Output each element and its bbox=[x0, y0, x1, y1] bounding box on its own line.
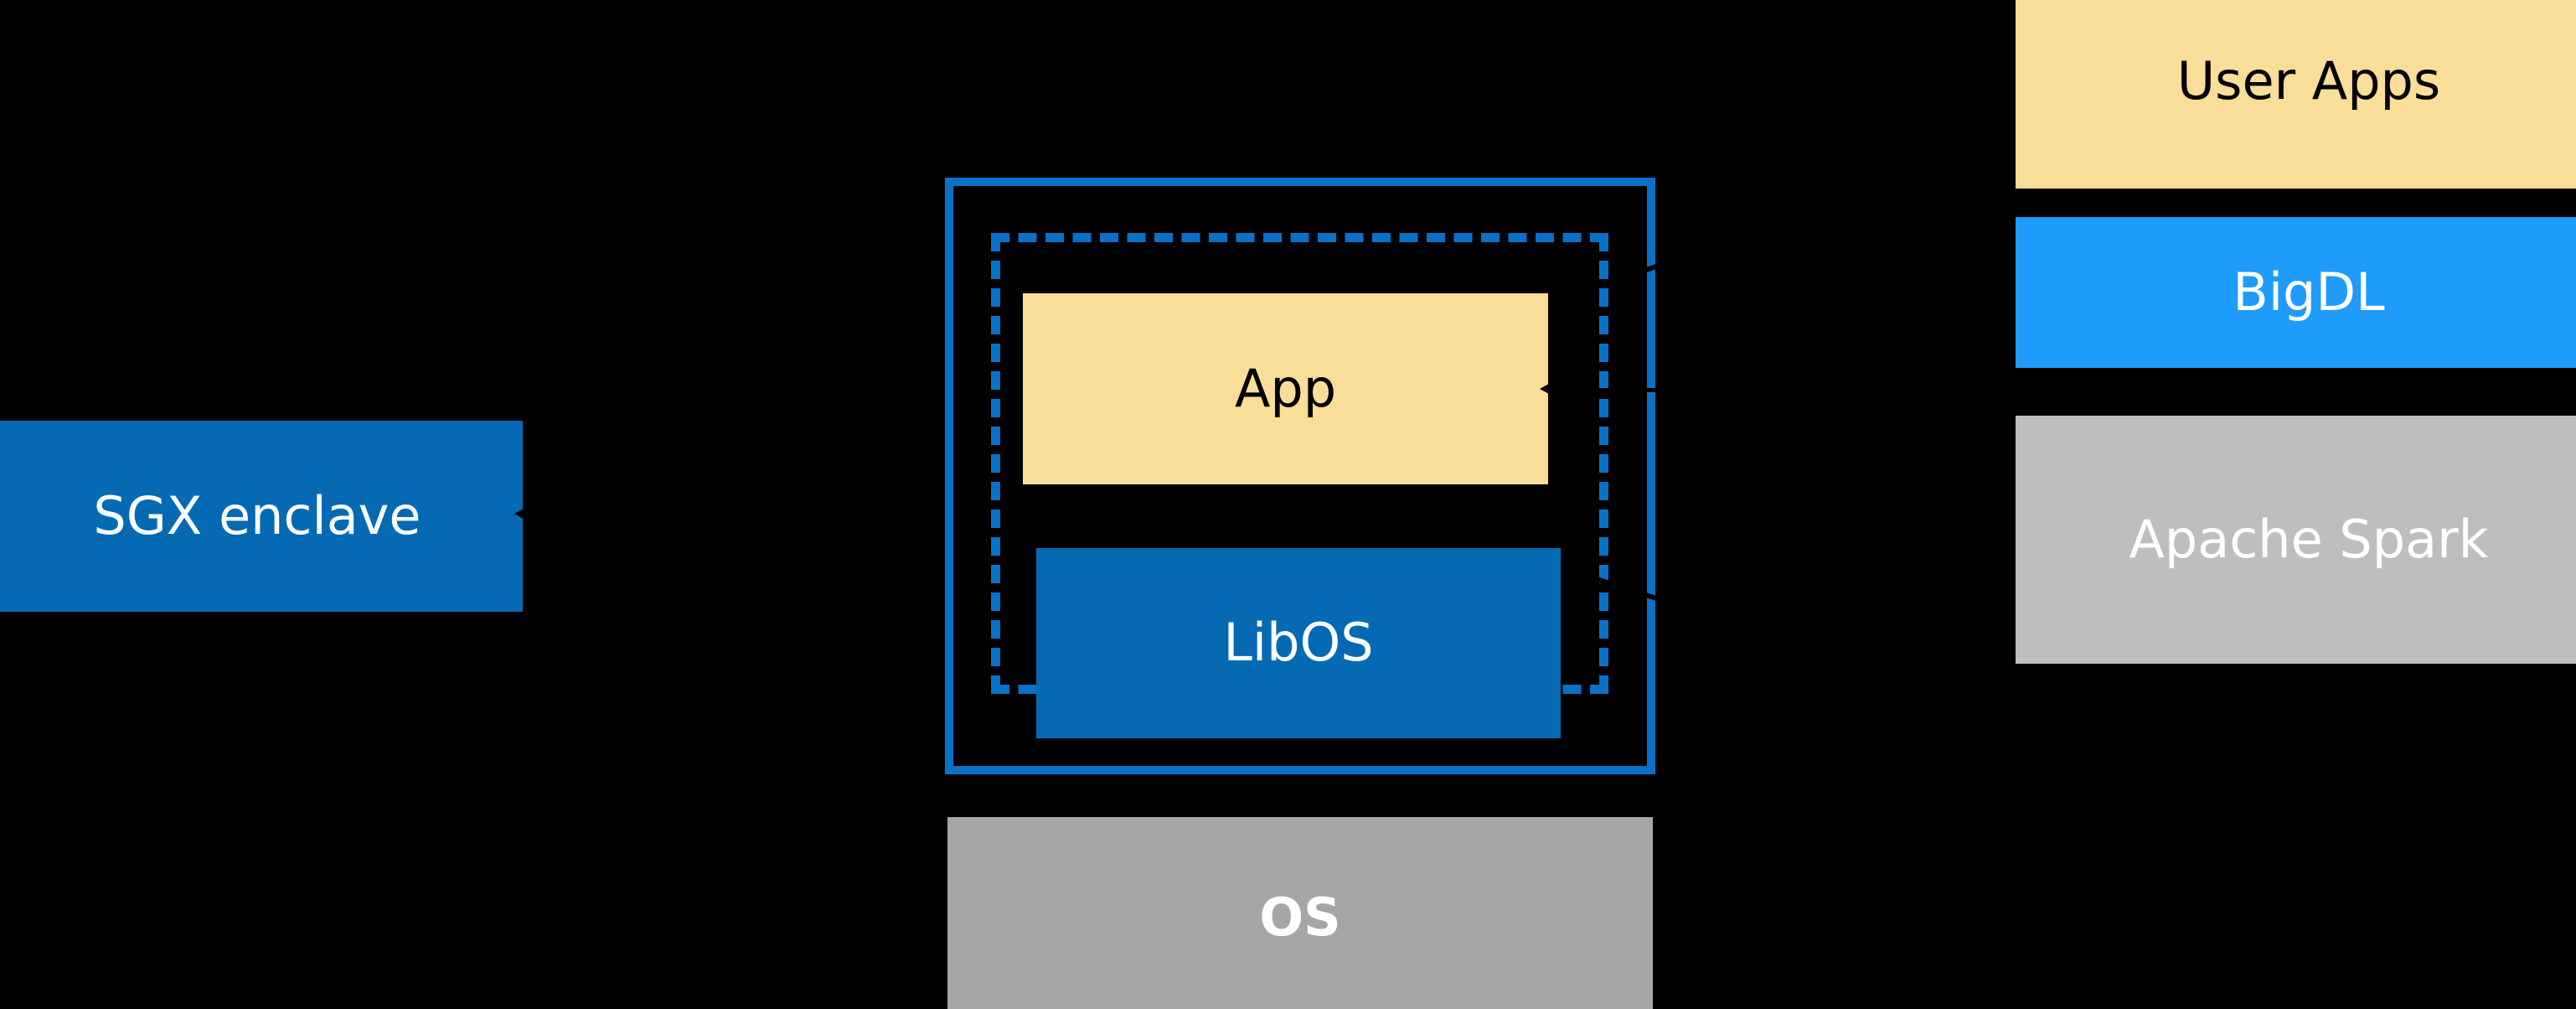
libos-box[interactable]: LibOS bbox=[1036, 548, 1561, 738]
bigdl-label: BigDL bbox=[2233, 261, 2385, 323]
connector-sgx-arrow-icon bbox=[514, 506, 528, 521]
user-apps-label: User Apps bbox=[2176, 50, 2441, 112]
os-label: OS bbox=[1259, 886, 1341, 948]
bigdl-box[interactable]: BigDL bbox=[2016, 217, 2576, 368]
os-box[interactable]: OS bbox=[947, 817, 1653, 1009]
connector-app-to-user-apps-line bbox=[1548, 388, 2026, 392]
sgx-enclave-label: SGX enclave bbox=[93, 484, 421, 546]
app-label: App bbox=[1234, 357, 1337, 419]
connector-app-arrow-icon bbox=[1540, 381, 1553, 396]
app-box[interactable]: App bbox=[1023, 293, 1548, 484]
sgx-enclave-box[interactable]: SGX enclave bbox=[0, 421, 523, 612]
apache-spark-box[interactable]: Apache Spark bbox=[2016, 416, 2576, 664]
apache-spark-label: Apache Spark bbox=[2129, 508, 2489, 570]
libos-label: LibOS bbox=[1223, 612, 1374, 674]
user-apps-box[interactable]: User Apps bbox=[2016, 0, 2576, 189]
connector-sgx-to-enclave-line bbox=[523, 513, 950, 517]
enclave-boundary-frame bbox=[945, 178, 1655, 774]
